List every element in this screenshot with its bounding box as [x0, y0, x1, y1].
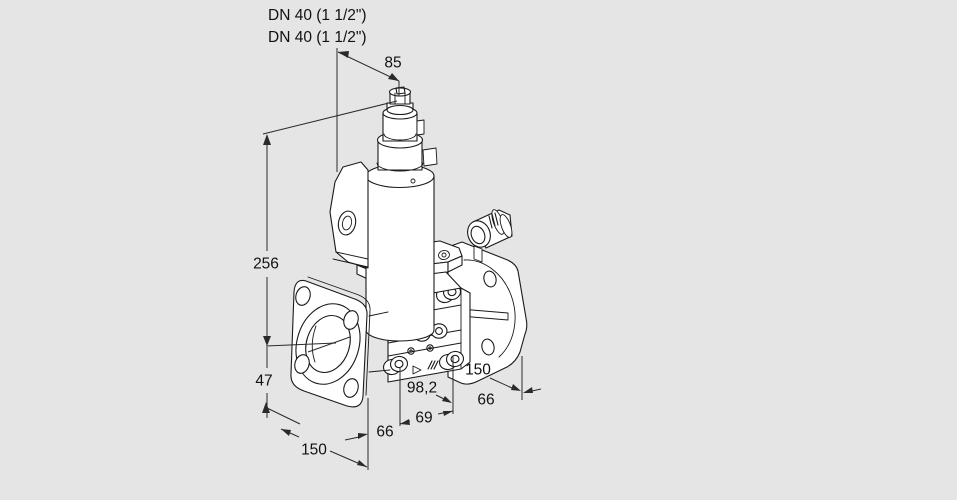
dim-85-label: 85: [384, 54, 402, 72]
dim-150-bottom-left-label: 150: [301, 441, 327, 459]
mounting-bracket: [329, 161, 369, 269]
gland-knurling: [488, 212, 499, 229]
flow-arrow-marker: [412, 365, 422, 375]
actuator-cylinder: [365, 86, 438, 342]
hatch-marker: [427, 360, 439, 370]
dim-150-right-label: 150: [465, 361, 491, 379]
left-flange: [290, 276, 391, 408]
dn-label-top: DN 40 (1 1/2"): [268, 7, 367, 24]
dn-label-bottom: DN 40 (1 1/2"): [268, 29, 367, 46]
dimension-lines: [262, 48, 542, 470]
dim-98-2-label: 98,2: [406, 379, 438, 397]
dim-47-label: 47: [255, 372, 273, 390]
dim-66-right-label: 66: [477, 391, 495, 409]
cable-gland: [467, 209, 513, 249]
dim-256-label: 256: [253, 255, 279, 273]
valve-artwork: [290, 86, 528, 408]
hex-socket: [395, 86, 406, 95]
dim-66-bottom-label: 66: [376, 423, 394, 441]
dim-69-label: 69: [415, 409, 433, 427]
